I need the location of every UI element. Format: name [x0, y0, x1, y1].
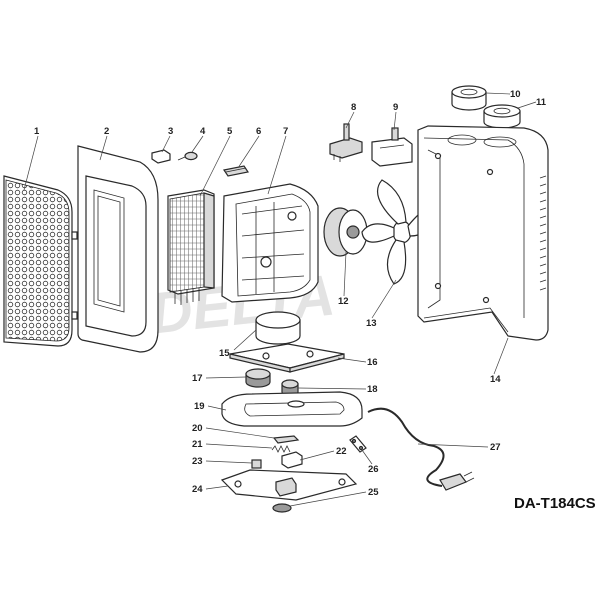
part-8-thermostat — [329, 123, 363, 162]
part-7-inner-housing — [221, 183, 319, 303]
label-23: 23 — [192, 456, 203, 467]
part-26-cord-clamp — [349, 435, 367, 453]
part-4-indicator-lamp — [177, 151, 198, 161]
part-1-front-grille — [3, 175, 78, 347]
part-17-bushing — [245, 368, 271, 388]
part-number-labels: 1 2 3 4 5 6 7 8 9 10 11 12 13 14 15 16 1… — [34, 89, 547, 498]
part-12-motor — [323, 207, 378, 257]
label-5: 5 — [227, 126, 233, 137]
label-10: 10 — [510, 89, 521, 100]
part-21-spring — [271, 445, 291, 453]
part-23-block — [251, 459, 262, 469]
part-20-lever — [272, 435, 300, 444]
label-4: 4 — [200, 126, 206, 137]
label-8: 8 — [351, 102, 356, 113]
label-19: 19 — [194, 401, 205, 412]
label-26: 26 — [368, 464, 379, 475]
label-14: 14 — [490, 374, 501, 385]
leader-lines — [23, 92, 537, 507]
label-17: 17 — [192, 373, 203, 384]
part-9-switch — [371, 127, 413, 167]
label-24: 24 — [192, 484, 203, 495]
label-1: 1 — [34, 126, 40, 137]
part-16-base-plate — [229, 343, 345, 373]
part-25-foot — [272, 503, 292, 513]
label-21: 21 — [192, 439, 203, 450]
part-10-knob — [451, 85, 487, 111]
label-16: 16 — [367, 357, 378, 368]
label-3: 3 — [168, 126, 173, 137]
label-6: 6 — [256, 126, 261, 137]
label-7: 7 — [283, 126, 288, 137]
label-9: 9 — [393, 102, 398, 113]
label-15: 15 — [219, 348, 230, 359]
label-18: 18 — [367, 384, 378, 395]
part-3-switch-button — [151, 149, 171, 164]
label-2: 2 — [104, 126, 109, 137]
part-2-front-frame — [77, 145, 159, 353]
part-15-motor-cap — [255, 311, 301, 345]
part-11-knob — [483, 104, 521, 129]
label-13: 13 — [366, 318, 377, 329]
model-label: DA-T184CS — [514, 495, 596, 512]
part-5-heating-element — [167, 189, 215, 305]
label-22: 22 — [336, 446, 347, 457]
label-25: 25 — [368, 487, 379, 498]
label-27: 27 — [490, 442, 501, 453]
part-19-base — [221, 391, 363, 427]
label-11: 11 — [536, 97, 547, 108]
part-6-thermal-fuse — [223, 165, 249, 177]
part-27-power-cord — [367, 407, 475, 491]
part-14-rear-housing — [417, 125, 549, 341]
label-20: 20 — [192, 423, 203, 434]
part-22-microswitch — [281, 451, 303, 469]
part-24-bottom-cover — [220, 469, 358, 501]
label-12: 12 — [338, 296, 349, 307]
